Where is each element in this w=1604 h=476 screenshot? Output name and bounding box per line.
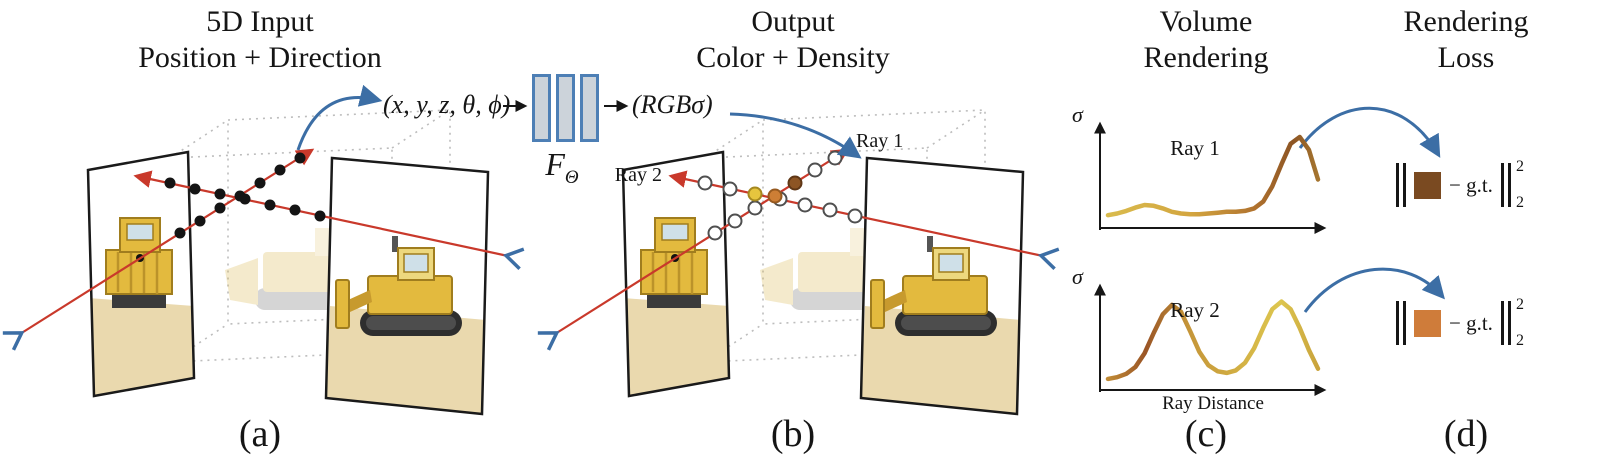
loss-term-ray1: − g.t. 2 2: [1396, 156, 1524, 214]
sample-orange: [767, 188, 783, 204]
panel-a-title: 5D Input Position + Direction: [95, 4, 425, 76]
panel-d-title-line2: Loss: [1437, 41, 1495, 74]
scene-panel-b: [538, 110, 1059, 414]
output-rgbsigma-label: (RGBσ): [632, 90, 713, 119]
ray1-label: Ray 1: [856, 130, 904, 152]
sigma-label-plot2: σ: [1072, 264, 1083, 289]
arrow-plot1-to-loss: [1298, 106, 1441, 158]
panel-b-title-line2: Color + Density: [696, 41, 890, 74]
ray-distance-axis-label: Ray Distance: [1162, 393, 1264, 414]
minus-ground-truth-label: − g.t.: [1449, 172, 1493, 197]
sample-points-panel-b: [697, 150, 863, 241]
panel-d-title: Rendering Loss: [1356, 4, 1576, 76]
mlp-layer-1: [532, 74, 551, 142]
norm-subscript: 2: [1515, 332, 1524, 349]
scene-panel-a: [3, 110, 524, 414]
caption-d: (d): [1443, 413, 1489, 455]
norm-exponents: 2 2: [1516, 158, 1524, 212]
norm-open-bars: [1396, 301, 1406, 345]
sample-yellow: [747, 186, 763, 202]
arrow-plot2-to-loss: [1303, 267, 1445, 313]
norm-exponents: 2 2: [1516, 296, 1524, 350]
mlp-layer-2: [556, 74, 575, 142]
panel-a-title-line2: Position + Direction: [138, 41, 382, 74]
rendered-color-swatch-ray1: [1414, 171, 1441, 199]
mlp-f-theta-label: FΘ: [526, 146, 598, 189]
panel-a-title-line1: 5D Input: [206, 5, 314, 38]
mlp-theta-subscript: Θ: [564, 167, 579, 188]
minus-ground-truth-label: − g.t.: [1449, 310, 1493, 335]
rendered-color-swatch-ray2: [1414, 309, 1441, 337]
sigma-label-plot1: σ: [1072, 102, 1083, 127]
norm-superscript: 2: [1515, 296, 1524, 313]
panel-c-title-line2: Rendering: [1143, 41, 1269, 74]
panel-b-title-line1: Output: [751, 5, 835, 38]
norm-open-bars: [1396, 163, 1406, 207]
density-plot-ray1: [1094, 121, 1327, 234]
norm-close-bars: [1500, 301, 1511, 345]
density-curve-ray1: [1105, 134, 1321, 218]
panel-c-title-line1: Volume: [1159, 5, 1253, 38]
plot2-ray2-label: Ray 2: [1170, 298, 1220, 322]
sample-brown: [787, 175, 803, 191]
panel-d-title-line1: Rendering: [1403, 5, 1529, 38]
panel-c-title: Volume Rendering: [1100, 4, 1312, 76]
mlp-f: F: [545, 146, 565, 182]
plot1-ray1-label: Ray 1: [1170, 136, 1220, 160]
arrow-samples-to-input: [296, 84, 383, 151]
norm-close-bars: [1500, 163, 1511, 207]
loss-term-ray2: − g.t. 2 2: [1396, 294, 1524, 352]
mlp-network: [532, 74, 604, 142]
norm-superscript: 2: [1515, 158, 1524, 175]
caption-a: (a): [238, 413, 282, 455]
flow-arrows: [296, 84, 1445, 313]
arrow-output-to-ray: [729, 112, 862, 159]
caption-c: (c): [1184, 413, 1228, 455]
sample-points-panel-a: [164, 152, 326, 239]
norm-subscript: 2: [1515, 194, 1524, 211]
caption-b: (b): [770, 413, 816, 455]
density-curve-ray2: [1105, 299, 1321, 382]
input-5d-label: (x, y, z, θ, ϕ): [383, 90, 511, 119]
ray2-label: Ray 2: [614, 164, 662, 186]
panel-b-title: Output Color + Density: [628, 4, 958, 76]
mlp-layer-3: [580, 74, 599, 142]
density-plot-ray2: [1094, 283, 1327, 396]
